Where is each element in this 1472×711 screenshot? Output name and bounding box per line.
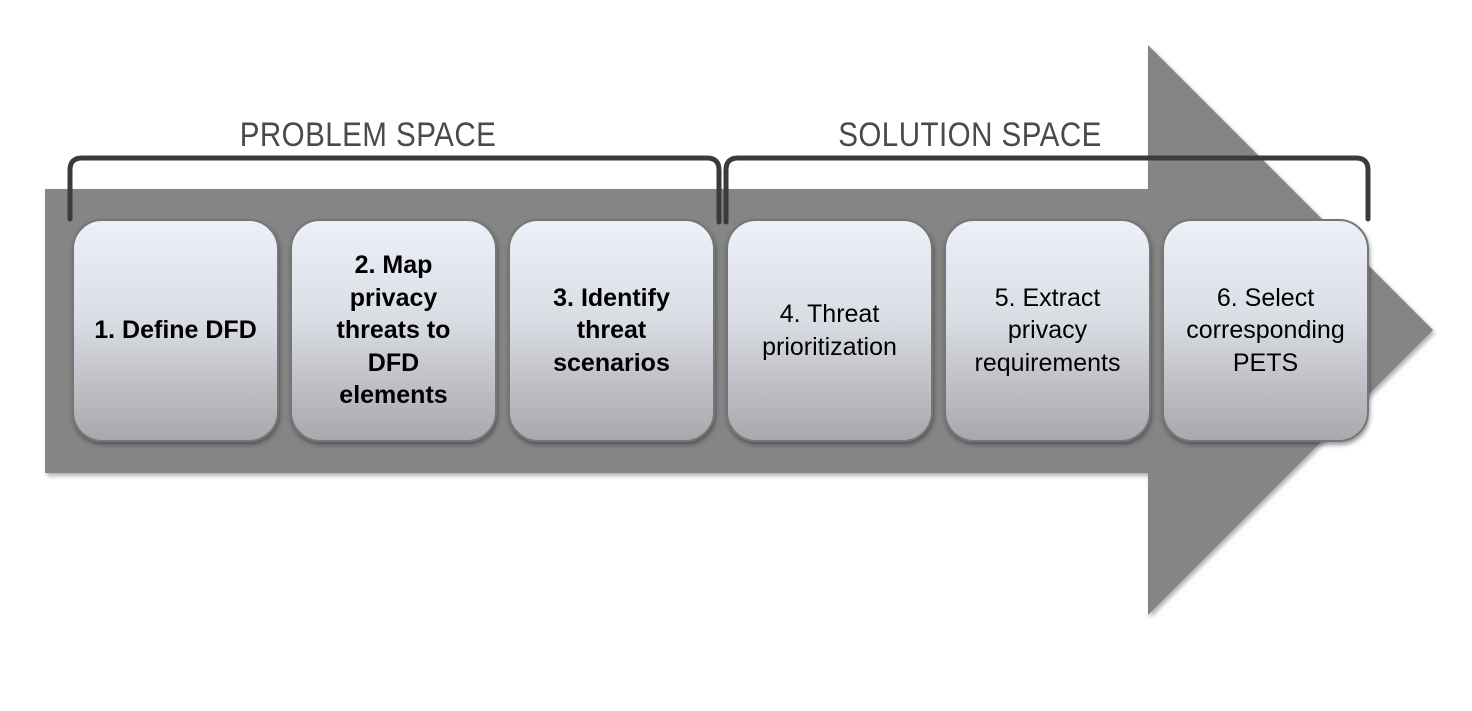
step-box-select-pets: 6. Select corresponding PETS <box>1162 219 1369 442</box>
step-label: 1. Define DFD <box>94 316 257 345</box>
solution-space-bracket <box>723 155 1371 225</box>
problem-space-label: PROBLEM SPACE <box>239 116 497 154</box>
step-box-threat-prioritization: 4. Threat prioritization <box>726 219 933 442</box>
step-box-identify-threat-scenarios: 3. Identify threat scenarios <box>508 219 715 442</box>
step-box-define-dfd: 1. Define DFD <box>72 219 279 442</box>
step-label: 5. Extract privacy requirements <box>974 283 1121 377</box>
step-label: 4. Threat prioritization <box>762 300 897 361</box>
step-box-extract-privacy-requirements: 5. Extract privacy requirements <box>944 219 1151 442</box>
step-label: 3. Identify threat scenarios <box>553 283 670 377</box>
step-label: 2. Map privacy threats to DFD elements <box>336 251 451 410</box>
solution-space-label: SOLUTION SPACE <box>838 116 1102 154</box>
problem-space-bracket <box>67 155 722 225</box>
step-box-map-privacy-threats: 2. Map privacy threats to DFD elements <box>290 219 497 442</box>
step-label: 6. Select corresponding PETS <box>1186 283 1345 377</box>
